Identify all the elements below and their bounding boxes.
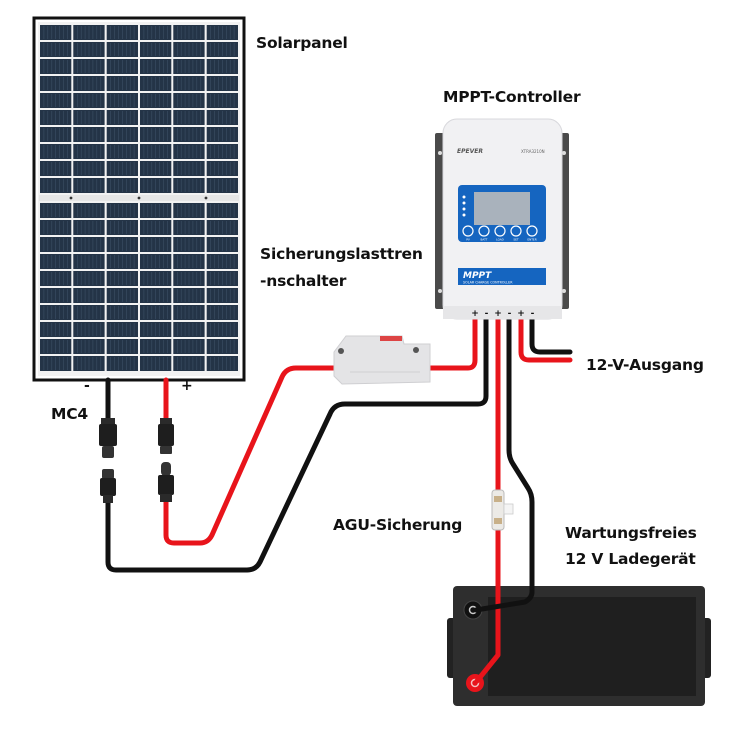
panel-negative-sign: - [84,378,90,394]
label-breaker-line1: Sicherungslasttren [260,245,423,263]
panel-cells-bottom [40,203,238,371]
controller-button-set[interactable] [510,225,522,237]
label-battery-line2: 12 V Ladegerät [565,550,696,568]
panel-junction-dot [69,196,73,200]
controller-brand: EPEVER [457,148,483,155]
controller-buttons: PV BATT LOAD SET ENTER [462,225,538,242]
label-solar-panel: Solarpanel [256,34,348,52]
breaker-screw [338,348,344,354]
controller-model: XTRA3210N [521,149,545,154]
mc4-negative-male [99,418,117,458]
label-breaker-line2: -nschalter [260,272,347,290]
mc4-positive-male [158,418,174,454]
battery-top-panel [488,597,696,696]
mc4-negative-female [100,469,116,503]
controller-mppt-badge [458,268,546,285]
breaker-label-strip [380,336,402,341]
controller-terminal-sign: + [471,309,479,319]
wire-load-positive [518,315,573,363]
controller-button-label: PV [466,238,470,242]
label-mc4: MC4 [51,405,88,423]
label-agu-fuse: AGU-Sicherung [333,516,463,534]
controller-button-label: LOAD [496,238,504,242]
controller-button-batt[interactable] [478,225,490,237]
controller-terminal-sign: + [494,309,502,319]
controller-terminal-sign: - [508,309,512,319]
agu-fuse [491,489,514,531]
controller-terminal-sign: - [531,309,535,319]
mc4-connectors [99,418,174,503]
controller-terminal-sign: + [517,309,525,319]
mc4-positive-female [158,462,174,502]
wire-battery-negative [470,315,535,615]
controller-button-label: ENTER [527,238,536,242]
panel-positive-sign: + [181,378,193,394]
label-battery-line1: Wartungsfreies [565,524,697,542]
controller-terminal-signs: +-+-+- [471,309,534,319]
controller-button-label: BATT [481,238,488,242]
controller-badge-subtitle: SOLAR CHARGE CONTROLLER [463,281,513,285]
controller-button-enter[interactable] [526,225,538,237]
controller-button-pv[interactable] [462,225,474,237]
panel-cells-top [40,25,238,193]
panel-junction-dot [137,196,141,200]
wire-pv-negative [105,315,489,573]
label-12v-output: 12-V-Ausgang [586,356,704,374]
controller-badge-title: MPPT [463,271,492,281]
battery [447,586,711,706]
mppt-controller: PV BATT LOAD SET ENTER MPPT SOLAR CHARGE CON… [435,118,569,320]
wire-breaker-to-controller [427,315,478,371]
breaker-screw [413,347,419,353]
controller-button-load[interactable] [494,225,506,237]
controller-terminal-sign: - [485,309,489,319]
battery-wire-overlays [473,583,535,684]
controller-lcd [474,192,530,225]
solar-panel [32,16,246,382]
panel-junction-dot [204,196,208,200]
controller-button-label: SET [513,238,519,242]
fuse-disconnect-switch [333,335,431,385]
wire-pv-positive-to-breaker [163,365,337,546]
wire-load-negative [529,315,573,355]
label-mppt-controller: MPPT-Controller [443,88,581,106]
